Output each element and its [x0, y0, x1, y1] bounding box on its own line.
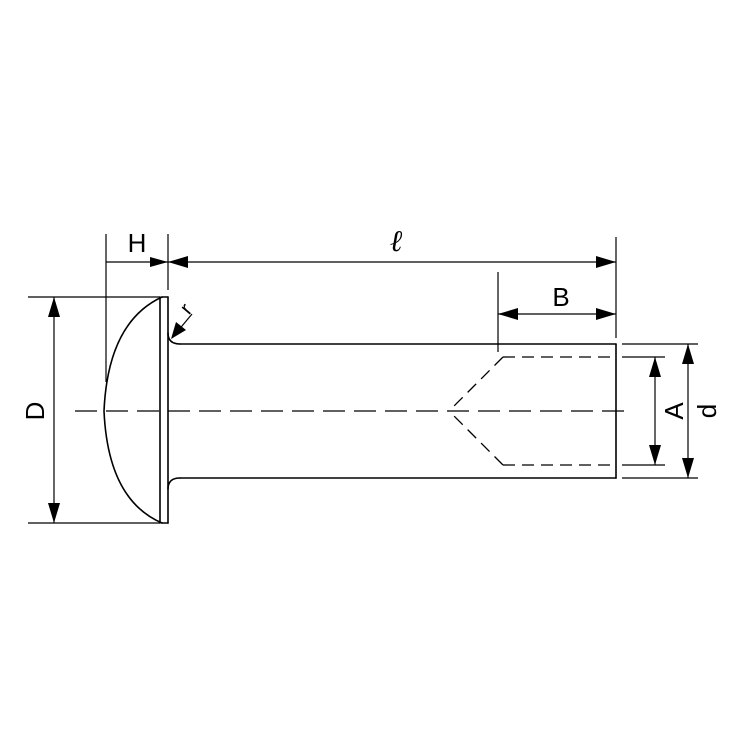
- dim-arrow-shank-bottom: [682, 458, 694, 478]
- label-shank-d: d: [692, 404, 722, 418]
- label-a: A: [659, 402, 689, 420]
- shank-bottom-fillet: [167, 477, 181, 490]
- dim-arrow-a-bottom: [649, 445, 661, 465]
- dim-arrow-shank-top: [682, 344, 694, 364]
- shank-top-fillet: [167, 332, 181, 345]
- drill-cone-lower: [448, 410, 504, 466]
- label-h: H: [128, 228, 147, 258]
- label-d-head: D: [20, 402, 50, 421]
- label-radius: r: [176, 299, 197, 319]
- dim-arrow-a-top: [649, 357, 661, 377]
- label-length: ℓ: [390, 225, 403, 258]
- rivet-head-dome: [103, 296, 163, 524]
- dim-arrow-length-right: [596, 256, 616, 268]
- dim-arrow-b-left: [498, 308, 518, 320]
- radius-arrow: [171, 322, 186, 339]
- drill-cone-upper: [448, 356, 504, 412]
- dim-arrow-h-right: [150, 257, 168, 267]
- dim-arrow-b-right: [596, 308, 616, 320]
- dim-arrow-d-bottom: [48, 503, 60, 523]
- label-b: B: [552, 282, 569, 312]
- dim-arrow-d-top: [48, 297, 60, 317]
- dim-arrow-length-left: [168, 256, 188, 268]
